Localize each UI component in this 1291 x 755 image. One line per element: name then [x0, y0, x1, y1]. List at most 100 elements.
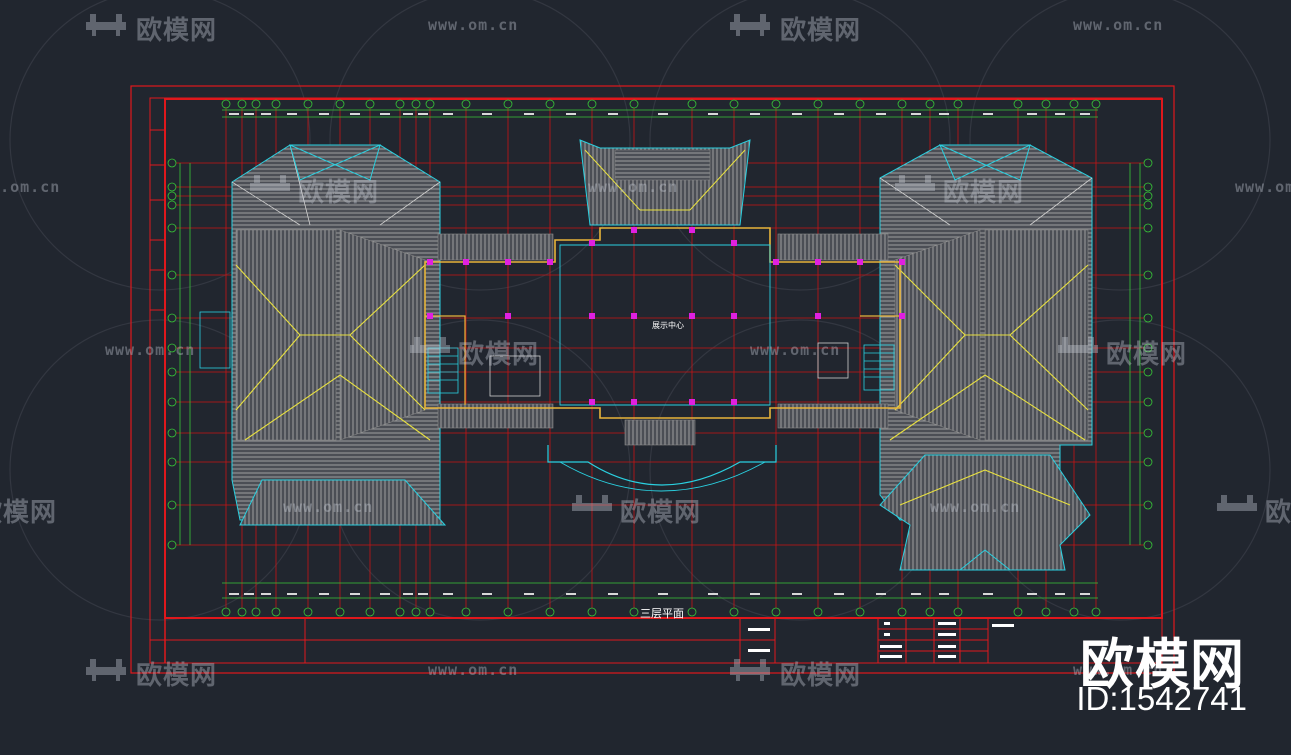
- axis-bubble: [953, 607, 963, 617]
- dimension-lines: [179, 109, 1141, 599]
- axis-bubble: [1013, 607, 1023, 617]
- watermark-url: www.om.cn: [283, 498, 374, 516]
- axis-bubble: [729, 607, 739, 617]
- axis-bubble: [1143, 200, 1153, 210]
- watermark-url: www.om.cn: [1073, 16, 1164, 34]
- entrance-arc: [547, 445, 777, 492]
- column: [731, 399, 737, 405]
- column: [815, 313, 821, 319]
- axis-bubble: [167, 367, 177, 377]
- dimension-tick: [261, 113, 271, 115]
- axis-bubble: [1091, 607, 1101, 617]
- column: [815, 259, 821, 265]
- axis-bubble: [395, 607, 405, 617]
- axis-bubble: [587, 99, 597, 109]
- column: [899, 313, 905, 319]
- axis-bubble: [271, 99, 281, 109]
- axis-bubble: [167, 343, 177, 353]
- axis-bubble: [1143, 182, 1153, 192]
- watermark-logo-text: 欧模网: [943, 178, 1025, 208]
- axis-bubble: [1143, 457, 1153, 467]
- dimension-tick: [244, 113, 254, 115]
- axis-bubble: [237, 99, 247, 109]
- axis-bubble: [221, 607, 231, 617]
- watermark-url: www.om.cn: [588, 178, 679, 196]
- dimension-tick: [524, 113, 534, 115]
- dimension-tick: [1055, 113, 1065, 115]
- axis-bubble: [813, 607, 823, 617]
- dimension-tick: [566, 113, 576, 115]
- axis-bubble: [729, 99, 739, 109]
- dimension-tick: [608, 113, 618, 115]
- watermark-url: www.om.cn: [105, 341, 196, 359]
- axis-bubble: [167, 270, 177, 280]
- column: [731, 313, 737, 319]
- dimension-tick: [403, 593, 413, 595]
- dimension-tick: [911, 113, 921, 115]
- column: [589, 313, 595, 319]
- dimension-tick: [482, 113, 492, 115]
- watermark-logo-text: 欧模网: [0, 498, 58, 528]
- axis-bubble: [365, 607, 375, 617]
- dimension-tick: [319, 593, 329, 595]
- axis-bubble: [545, 607, 555, 617]
- watermark-url: www.om.cn: [1073, 661, 1164, 679]
- watermark-logo-text: 欧模网: [780, 661, 862, 691]
- dimension-tick: [983, 113, 993, 115]
- dimension-tick: [380, 593, 390, 595]
- dimension-tick: [482, 593, 492, 595]
- axis-bubble: [1143, 397, 1153, 407]
- axis-bubble: [303, 607, 313, 617]
- axis-bubble: [1091, 99, 1101, 109]
- axis-bubble: [167, 428, 177, 438]
- axis-bubble: [1143, 158, 1153, 168]
- axis-bubble: [251, 99, 261, 109]
- drawing-title: 三层平面: [640, 607, 684, 620]
- dimension-tick: [261, 593, 271, 595]
- watermark-logo-icons: [86, 14, 1257, 681]
- axis-bubble: [425, 607, 435, 617]
- dimension-tick: [608, 593, 618, 595]
- axis-bubble: [855, 607, 865, 617]
- title-block-marks: [748, 622, 1014, 658]
- axis-bubble: [1143, 313, 1153, 323]
- column: [773, 259, 779, 265]
- axis-bubble: [167, 457, 177, 467]
- dimension-tick: [418, 593, 428, 595]
- column: [689, 227, 695, 233]
- dimension-tick: [983, 593, 993, 595]
- axis-bubble: [461, 99, 471, 109]
- axis-bubble: [167, 191, 177, 201]
- dimension-tick: [229, 113, 239, 115]
- axis-bubble: [855, 99, 865, 109]
- dimension-tick: [287, 593, 297, 595]
- dimension-tick: [911, 593, 921, 595]
- column: [899, 259, 905, 265]
- axis-bubble: [687, 607, 697, 617]
- axis-bubble: [167, 158, 177, 168]
- axis-bubble: [425, 99, 435, 109]
- dimension-tick: [750, 593, 760, 595]
- dimension-tick: [834, 113, 844, 115]
- dimension-tick: [939, 593, 949, 595]
- watermark-logo-text: 欧模网: [136, 661, 218, 691]
- dimension-tick: [658, 113, 668, 115]
- axis-bubble: [167, 540, 177, 550]
- axis-bubble: [771, 607, 781, 617]
- axis-bubble: [461, 607, 471, 617]
- column: [589, 240, 595, 246]
- axis-bubble: [251, 607, 261, 617]
- axis-bubble: [925, 607, 935, 617]
- column: [631, 313, 637, 319]
- watermark-url: www.om.cn: [428, 661, 519, 679]
- axis-bubble: [1013, 99, 1023, 109]
- axis-bubble: [335, 607, 345, 617]
- dimension-tick: [566, 593, 576, 595]
- dimension-tick: [1080, 593, 1090, 595]
- drawing-frame: [130, 85, 1175, 674]
- axis-bubble: [1143, 270, 1153, 280]
- axis-bubble: [1143, 428, 1153, 438]
- column: [505, 259, 511, 265]
- axis-bubble: [545, 99, 555, 109]
- watermark-url: www.om.cn: [750, 341, 841, 359]
